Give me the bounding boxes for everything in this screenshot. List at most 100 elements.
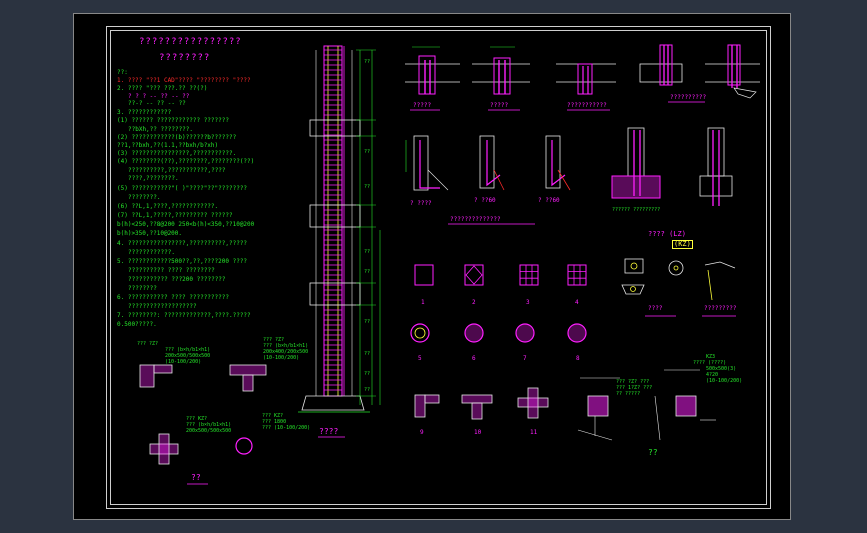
column-dim-label: ?? — [364, 351, 371, 357]
joint-section-d — [639, 44, 760, 99]
joint-section-b — [472, 46, 530, 95]
column-dim-label: ?? — [364, 269, 371, 275]
right-note-4: 4?20 — [706, 372, 719, 378]
cross-note-c: 200x500/500x500 — [165, 353, 211, 359]
tee-section-mid — [229, 364, 267, 392]
note-line: ????????????. — [128, 249, 175, 256]
footing-detail-a — [611, 127, 661, 199]
section-number: 11 — [530, 429, 538, 436]
cross-note-n: ??? (10-100/200) — [262, 425, 311, 431]
section-number: 10 — [474, 429, 482, 436]
shapes-title: ???? — [648, 305, 663, 312]
left-note-2: ??? 1?Z? ??? — [616, 385, 653, 391]
row2-a-title: ? ???? — [410, 200, 432, 207]
legend-gz: ???? (LZ) — [648, 230, 686, 238]
legend-kz: (KZ) — [672, 240, 693, 249]
misc-shapes — [621, 258, 736, 301]
inner-border — [110, 30, 767, 505]
cross-note-m: ??? 1800 — [262, 419, 287, 425]
cross-note-k: 200x500/500x500 — [186, 428, 232, 434]
column-dim-label: ?? — [364, 319, 371, 325]
cross-section-left — [149, 433, 179, 465]
circle-section-left — [235, 437, 253, 455]
right-note-5: (10-100/200) — [706, 378, 743, 384]
note-line: ???????? — [128, 285, 157, 292]
section-number: 9 — [420, 429, 424, 436]
note-line: 2. ???? "??? ???.?? ??(?) — [117, 85, 208, 92]
drawing-sheet — [73, 13, 791, 520]
bottom-right-title: ?? — [648, 448, 658, 457]
note-line: ??????????,???????????,???? — [128, 167, 226, 174]
note-line: 5. ????????????500??,??,????200 ???? — [117, 258, 248, 265]
note-line: (5) ???????????"( )"????"??"???????? — [117, 185, 248, 192]
column-dim-label: ?? — [364, 149, 371, 155]
notes-heading: ??: — [117, 69, 128, 76]
footing-detail-b — [699, 127, 733, 206]
circular-section — [515, 323, 535, 343]
cross-note-i: ??? KZ? — [186, 416, 208, 422]
column-dim-label: ?? — [364, 371, 371, 377]
column-elevation — [298, 45, 381, 413]
column-dim-label: ?? — [364, 249, 371, 255]
section-number: 8 — [576, 355, 580, 362]
cross-note-b: ??? (b×h/b1×h1) — [165, 347, 211, 353]
cross-note-h: (10-100/200) — [263, 355, 300, 361]
cross-note-e: ??? ?Z? — [263, 337, 285, 343]
rect-section — [414, 264, 434, 286]
column-dim-label: ?? — [364, 59, 371, 65]
notes-title-line2: ???????? — [159, 53, 211, 63]
circular-section — [567, 323, 587, 343]
note-line: 4. ????????????????,??????????,????? — [117, 240, 248, 247]
right-note-1: KZ3 — [706, 354, 716, 360]
note-line: (7) ??L,1,?????,????????? ?????? — [117, 212, 233, 219]
note-line: ??????????? ???200 ???????? — [128, 276, 226, 283]
section-number: 4 — [575, 299, 579, 306]
corner-detail-a — [405, 135, 449, 191]
joint-section-c — [556, 63, 616, 95]
note-line: 6. ??????????? ???? ??????????? — [117, 294, 229, 301]
section-number: 5 — [418, 355, 422, 362]
left-note-3: ?? ????? — [616, 391, 641, 397]
note-line: ??????????????????? — [128, 303, 197, 310]
rect-column-sections — [414, 264, 587, 286]
cross-note-f: ??? (b×h/b1×h1) — [263, 343, 309, 349]
note-line: ????????. — [128, 194, 161, 201]
junction-b — [654, 369, 716, 441]
circular-section — [410, 323, 430, 343]
column-dim-label: ?? — [364, 184, 371, 190]
cross-note-d: (10-100/200) — [165, 359, 202, 365]
note-line: (3) ????????????????,???????????. — [117, 150, 237, 157]
notes-title-line1: ???????????????? — [139, 37, 242, 47]
cross-section-11 — [517, 387, 549, 419]
rect-section — [464, 264, 484, 286]
cross-note-l: ??? KZ? — [262, 413, 284, 419]
section-number: 6 — [472, 355, 476, 362]
note-line: ??bXh,?? ????????. — [128, 126, 194, 133]
note-line: ????,????????. — [128, 175, 179, 182]
corner-detail-c — [545, 135, 571, 191]
corner-detail-b — [479, 135, 505, 191]
row2-c-title: ? ??60 — [538, 197, 560, 204]
section-number: 1 — [421, 299, 425, 306]
rect-section — [567, 264, 587, 286]
right-note-2: ???? (????) — [693, 360, 727, 366]
l-section-9 — [414, 394, 440, 418]
note-line: b(h)<250,??8@200 250<b(h)<350,??10@200 — [117, 221, 255, 228]
note-line: (4) ????????(??),????????,????????(??) — [117, 158, 255, 165]
diamond-tie — [465, 265, 483, 285]
cross-note-g: 200x400/200x500 — [263, 349, 309, 355]
note-line: 7. ????????: ?????????????,????.????? — [117, 312, 251, 319]
note-line: (1) ?????? ???????????? ??????? — [117, 117, 229, 124]
bottom-left-title: ?? — [191, 473, 201, 482]
note-line: 0.500?????. — [117, 321, 157, 328]
circular-column-sections — [410, 323, 587, 343]
right-note-3: 500x500(3) — [706, 366, 737, 372]
note-line: ??1,??bxh,??(1.1,??bxh/b?xh) — [117, 142, 219, 149]
note-line: ?????????? ???? ???????? — [128, 267, 215, 274]
section-b-title: ????? — [490, 102, 509, 109]
column-elevation-title: ???? — [319, 427, 339, 436]
row2-b-title: ? ??60 — [474, 197, 496, 204]
cross-note-a: ??? ?Z? — [137, 341, 159, 347]
junction-a — [577, 377, 620, 441]
rect-section — [519, 264, 539, 286]
